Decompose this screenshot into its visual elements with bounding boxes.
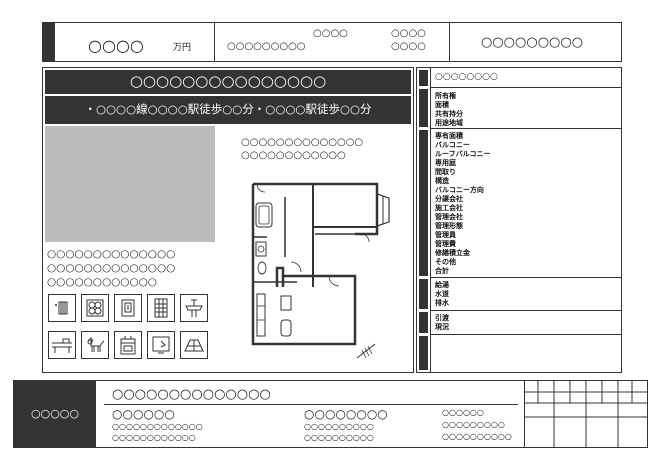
details-row-divider bbox=[430, 277, 622, 278]
footer-col1-title: ○○○○○○ bbox=[112, 407, 175, 421]
detail-label: 専有面積 bbox=[435, 133, 463, 140]
access-text: ・○○○○線○○○○駅徒歩○○分・○○○○駅徒歩○○分 bbox=[84, 102, 372, 116]
parking-icon bbox=[180, 331, 208, 359]
price-unit: 万円 bbox=[173, 42, 192, 52]
details-row-divider bbox=[430, 310, 622, 311]
listing-panel: ○○○○○○○○○○○○○○○ ・○○○○線○○○○駅徒歩○○分・○○○○駅徒歩… bbox=[42, 67, 414, 373]
detail-label: 引渡 bbox=[435, 315, 449, 322]
footer-col3-line: ○○○○○○○○○○ bbox=[442, 432, 512, 441]
washing-machine-icon bbox=[81, 294, 109, 322]
description-line: ○○○○○○○○○○○○ bbox=[47, 276, 157, 288]
header-divider bbox=[449, 23, 450, 61]
details-group-handover: 引渡 現況 bbox=[435, 314, 449, 332]
footer-col3-line: ○○○○○○○○○ bbox=[442, 420, 505, 429]
details-tab bbox=[419, 130, 428, 276]
detail-label: 専用庭 bbox=[435, 160, 456, 167]
detail-label: 排水 bbox=[435, 300, 449, 307]
detail-label: 現況 bbox=[435, 324, 449, 331]
detail-label: 合計 bbox=[435, 268, 449, 275]
detail-label: 間取り bbox=[435, 169, 456, 176]
detail-label: 管理形態 bbox=[435, 223, 463, 230]
details-row-divider bbox=[430, 334, 622, 335]
header-code-top: ○○○○ bbox=[391, 28, 426, 39]
washbasin-icon bbox=[180, 294, 208, 322]
footer-col2-line: ○○○○○○○○○○ bbox=[304, 422, 374, 431]
description-line: ○○○○○○○○○○○○○○ bbox=[47, 248, 176, 260]
footer-logo: ○○○○○ bbox=[31, 407, 79, 420]
detail-label: 用途地域 bbox=[435, 120, 463, 127]
details-group-rights: 所有権 面積 共有持分 用途地域 bbox=[435, 92, 463, 128]
plan-caption-1: ○○○○○○○○○○○○○○ bbox=[241, 137, 364, 148]
detail-label: 修繕積立金 bbox=[435, 250, 470, 257]
access-band: ・○○○○線○○○○駅徒歩○○分・○○○○駅徒歩○○分 bbox=[45, 96, 411, 124]
detail-label: 管理会社 bbox=[435, 214, 463, 221]
footer-bar: ○○○○○ ○○○○○○○○○○○○○○ ○○○○○○ ○○○○○○○○○○○○… bbox=[13, 380, 648, 448]
tv-monitor-icon bbox=[147, 331, 175, 359]
detail-label: 水道 bbox=[435, 291, 449, 298]
details-tab bbox=[419, 312, 428, 333]
detail-label: ルーフバルコニー bbox=[435, 151, 491, 158]
details-panel: ○○○○○○○○ 所有権 面積 共有持分 用途地域 専有面積 バルコニー ルーフ… bbox=[416, 67, 622, 373]
header-info-bottom: ○○○○○○○○○ bbox=[227, 41, 306, 52]
detail-label: 面積 bbox=[435, 102, 449, 109]
stamp-grid bbox=[524, 381, 648, 447]
header-company: ○○○○○○○○○ bbox=[481, 35, 584, 50]
description-line: ○○○○○○○○○○○○○○ bbox=[47, 262, 176, 274]
footer-col2-line: ○○○○○○○○○○ bbox=[304, 433, 374, 442]
footer-rule bbox=[104, 404, 518, 405]
footer-col2-title: ○○○○○○○○ bbox=[304, 407, 388, 421]
details-tab bbox=[419, 70, 428, 86]
details-group-utilities: 給湯 水道 排水 bbox=[435, 281, 449, 308]
pet-icon bbox=[81, 331, 109, 359]
detail-label: バルコニー bbox=[435, 142, 470, 149]
footer-col3-line: ○○○○○○ bbox=[442, 408, 484, 417]
details-tab bbox=[419, 279, 428, 309]
details-row-divider bbox=[430, 87, 622, 88]
details-col-divider bbox=[430, 68, 431, 372]
detail-label: 分譲会社 bbox=[435, 196, 463, 203]
kitchen-counter-icon bbox=[48, 331, 76, 359]
photo-placeholder bbox=[45, 126, 215, 242]
floor-plan bbox=[237, 172, 397, 362]
header-code-bottom: ○○○○ bbox=[391, 41, 426, 52]
footer-col1-line: ○○○○○○○○○○○○ bbox=[112, 433, 196, 442]
header-divider bbox=[214, 23, 215, 61]
footer-col1-line: ○○○○○○○○○○○○○ bbox=[112, 422, 203, 431]
detail-label: 施工会社 bbox=[435, 205, 463, 212]
plan-caption-2: ○○○○○○○○○○○○ bbox=[241, 150, 346, 161]
tatami-icon bbox=[48, 294, 76, 322]
listing-title-band: ○○○○○○○○○○○○○○○ bbox=[45, 70, 411, 94]
detail-label: 給湯 bbox=[435, 282, 449, 289]
window-icon bbox=[147, 294, 175, 322]
listing-title: ○○○○○○○○○○○○○○○ bbox=[129, 72, 327, 90]
detail-label: その他 bbox=[435, 259, 456, 266]
header-dark-block bbox=[43, 23, 55, 61]
fridge-icon bbox=[114, 294, 142, 322]
details-row-divider bbox=[430, 128, 622, 129]
detail-label: 管理費 bbox=[435, 241, 456, 248]
price-placeholder: ○○○○ bbox=[88, 36, 144, 55]
detail-label: 構造 bbox=[435, 178, 449, 185]
details-tab bbox=[419, 89, 428, 127]
footer-logo-block: ○○○○○ bbox=[14, 381, 96, 447]
detail-label: 所有権 bbox=[435, 93, 456, 100]
stove-icon bbox=[114, 331, 142, 359]
detail-label: 共有持分 bbox=[435, 111, 463, 118]
details-tab bbox=[419, 336, 428, 370]
header-info-top: ○○○○ bbox=[313, 28, 348, 39]
details-top-value: ○○○○○○○○ bbox=[435, 72, 498, 82]
detail-label: バルコニー方向 bbox=[435, 187, 484, 194]
header-bar: ○○○○ 万円 ○○○○ ○○○○○○○○○ ○○○○ ○○○○ ○○○○○○○… bbox=[42, 22, 622, 62]
footer-company-name: ○○○○○○○○○○○○○○ bbox=[112, 387, 271, 402]
detail-label: 管理員 bbox=[435, 232, 456, 239]
details-group-unit: 専有面積 バルコニー ルーフバルコニー 専用庭 間取り 構造 バルコニー方向 分… bbox=[435, 132, 490, 276]
